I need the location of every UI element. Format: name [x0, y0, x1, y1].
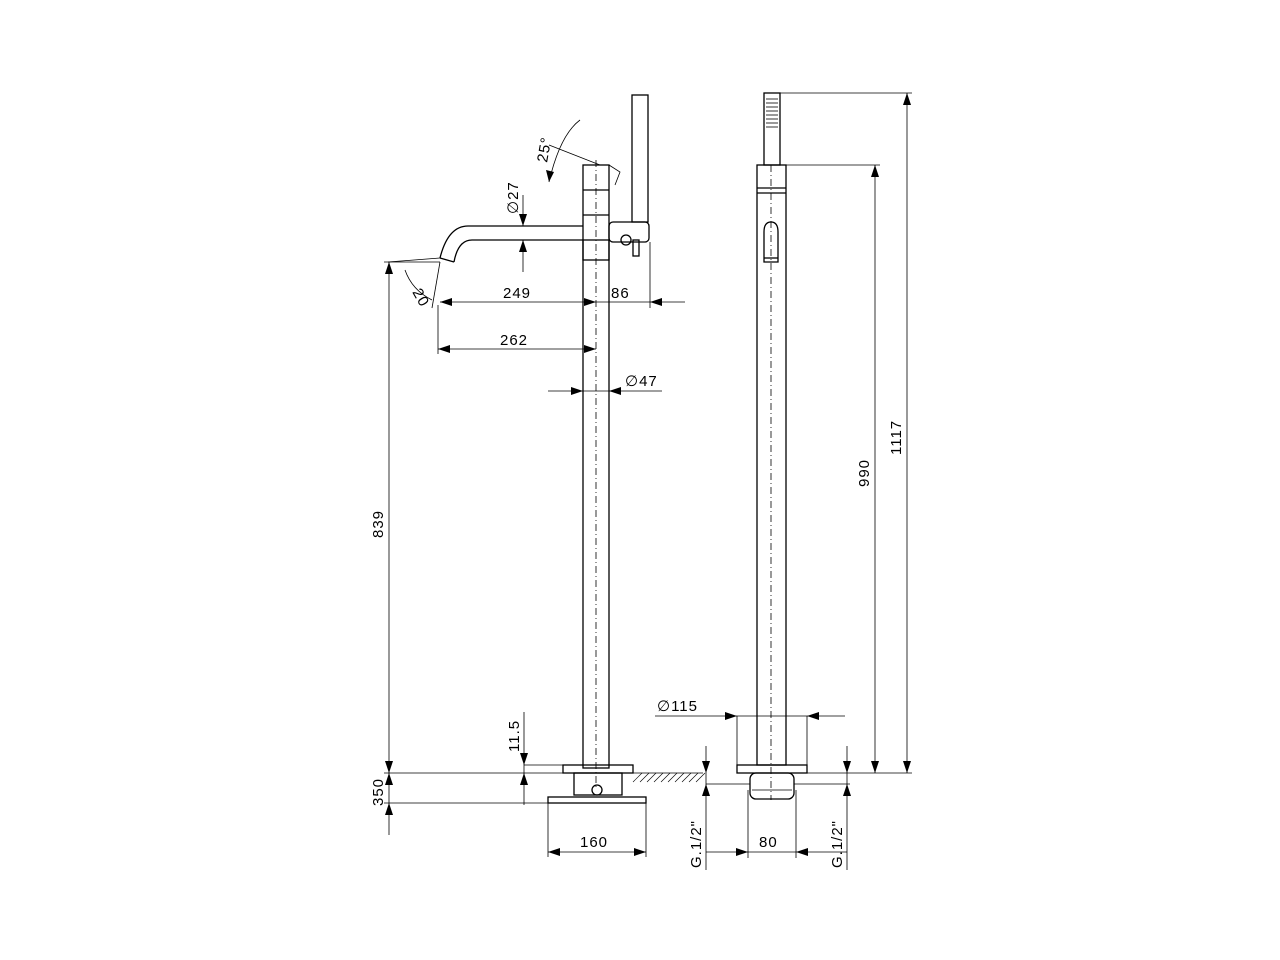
dim-overall-height-1117: 1117	[888, 420, 905, 455]
base-plate	[562, 764, 634, 774]
dim-base-diameter: ∅115	[657, 698, 698, 715]
dim-below-floor-350: 350	[370, 778, 387, 806]
lever-outline	[608, 164, 621, 186]
spout-upper	[439, 225, 583, 259]
base-body	[573, 772, 623, 796]
pillar-front	[756, 164, 787, 766]
dim-outlet-angle: 20	[409, 286, 433, 311]
spout-lower	[453, 239, 583, 263]
floor-hatch	[632, 772, 706, 783]
front-view: ∅115 G.1/2" G.1/2" 80 990 1117	[655, 92, 912, 870]
base-plate-front	[736, 764, 808, 774]
handshower	[631, 94, 649, 223]
dim-floor-gap-11-5: 11.5	[506, 720, 523, 752]
side-view: ∅27 25° 20 249 86 262 ∅47	[370, 94, 706, 857]
dim-swivel-angle: 25°	[534, 135, 555, 163]
dim-spout-reach-249: 249	[503, 285, 531, 302]
handshower-holder	[608, 221, 650, 243]
floor-flange	[547, 796, 647, 804]
thread-left-label: G.1/2"	[688, 820, 705, 868]
base-body-front	[749, 772, 795, 800]
mixer-head	[582, 164, 610, 261]
dim-spout-top-990: 990	[856, 459, 873, 487]
handshower-front	[763, 92, 781, 166]
dim-spout-height-839: 839	[370, 510, 387, 538]
dim-pillar-diameter: ∅47	[625, 373, 658, 390]
dim-base-width-160: 160	[580, 834, 608, 851]
spout-outlet-front	[763, 221, 779, 263]
dim-spout-diameter: ∅27	[505, 181, 522, 214]
handshower-nozzles	[766, 98, 778, 128]
dim-handshower-offset-86: 86	[611, 285, 630, 302]
thread-right-label: G.1/2"	[829, 820, 846, 868]
dim-spout-reach-262: 262	[500, 332, 528, 349]
dim-connection-spacing-80: 80	[759, 834, 778, 851]
